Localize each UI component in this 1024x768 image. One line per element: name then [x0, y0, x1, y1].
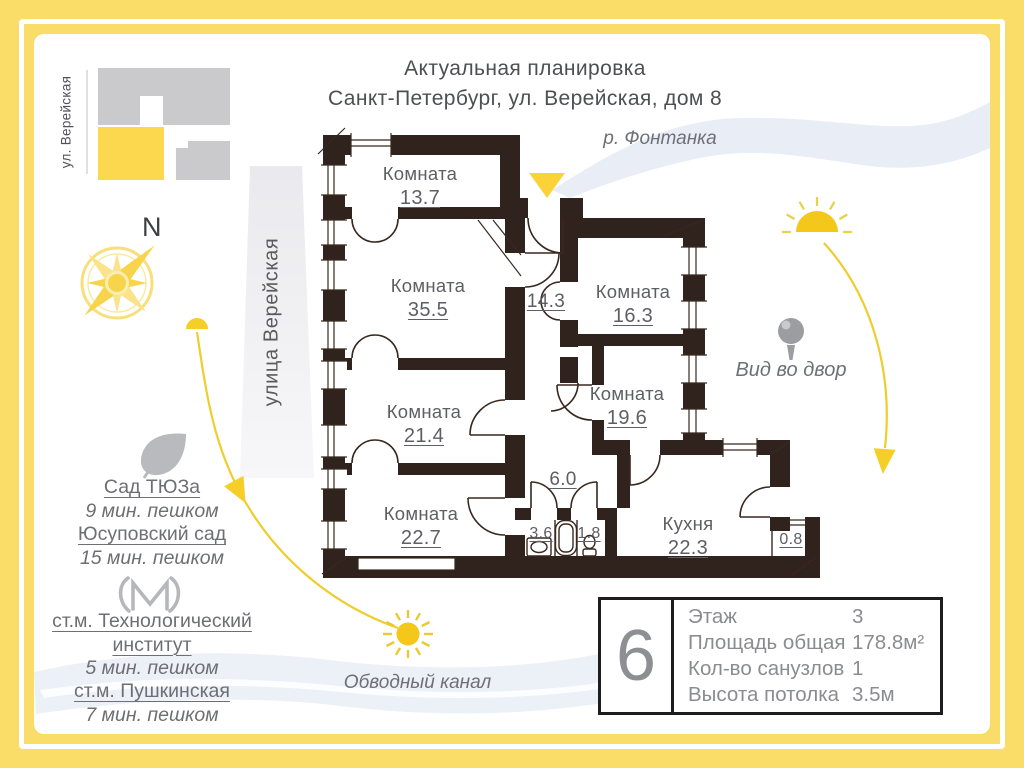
- title-line2: Санкт-Петербург, ул. Верейская, дом 8: [327, 87, 723, 110]
- rooms-count: 6: [601, 600, 674, 712]
- canal-label: Обводный канал: [343, 672, 492, 693]
- street-band: [240, 166, 314, 478]
- apartment-info-box: 6 Этаж 3 Площадь общая 178.8м² Кол-во са…: [598, 597, 943, 715]
- entrance-arrow-icon: [529, 173, 565, 198]
- courtyard-view-label: Вид во двор: [735, 359, 847, 381]
- compass-icon: [80, 245, 155, 320]
- landmark-time: 9 мин. пешком: [85, 499, 219, 522]
- landmark-park-tyuza: Сад ТЮЗа 9 мин. пешком: [30, 476, 274, 523]
- info-row: Кол-во санузлов 1: [688, 657, 864, 680]
- river-label: р. Фонтанка: [603, 128, 717, 149]
- metro-icon: [118, 576, 181, 613]
- leaf-icon: [140, 433, 186, 479]
- compass-north-label: N: [142, 212, 162, 242]
- info-rows: Этаж 3 Площадь общая 178.8м² Кол-во сану…: [674, 600, 940, 712]
- doors: [351, 217, 771, 536]
- info-row: Этаж 3: [688, 605, 864, 628]
- canal-band: [34, 650, 640, 714]
- route-arrow-right: [823, 242, 896, 474]
- room-label: 14.3: [526, 291, 566, 312]
- street-label-small: ул. Верейская: [58, 75, 74, 169]
- landmark-name: Сад ТЮЗа: [103, 476, 201, 498]
- walls: [323, 135, 820, 578]
- sun-icon-canal: [383, 610, 433, 658]
- landmark-time: 7 мин. пешком: [85, 703, 219, 726]
- windows: [321, 133, 807, 571]
- route-arrow-left: [186, 318, 399, 630]
- landmark-name: ст.м. Технологический институт: [52, 610, 252, 656]
- fontanka-river-band: [552, 102, 990, 198]
- title-line1: Актуальная планировка: [404, 57, 646, 80]
- landmark-name: ст.м. Пушкинская: [74, 680, 230, 702]
- info-row: Площадь общая 178.8м²: [688, 631, 925, 654]
- landmark-yusupov-garden: Юсуповский сад 15 мин. пешком: [30, 523, 274, 570]
- corner-marks: [317, 127, 816, 576]
- room-label: 1.8: [577, 525, 601, 542]
- floorplan-drawing: [317, 127, 820, 578]
- landmark-time: 5 мин. пешком: [85, 657, 219, 679]
- room-label: 0.8: [779, 531, 803, 548]
- sink-bowl-icon: [530, 540, 548, 554]
- building-footprint-icon: [98, 68, 230, 180]
- landmark-time: 15 мин. пешком: [79, 546, 225, 569]
- room-label: 3.6: [529, 525, 553, 542]
- sun-icon-rising: [782, 197, 852, 234]
- landmark-name: Юсуповский сад: [77, 523, 227, 545]
- landmark-metro-tekhnologichesky: ст.м. Технологический институт 5 мин. пе…: [37, 610, 267, 681]
- room-label: 6.0: [549, 469, 577, 490]
- info-row: Высота потолка 3.5м: [688, 683, 895, 706]
- street-label: улица Верейская: [260, 237, 283, 407]
- landmark-metro-pushkinskaya: ст.м. Пушкинская 7 мин. пешком: [30, 680, 274, 727]
- courtyard-pin-icon: [778, 318, 804, 360]
- page-title: Актуальная планировка Санкт-Петербург, у…: [285, 54, 765, 114]
- fixtures: [526, 519, 773, 557]
